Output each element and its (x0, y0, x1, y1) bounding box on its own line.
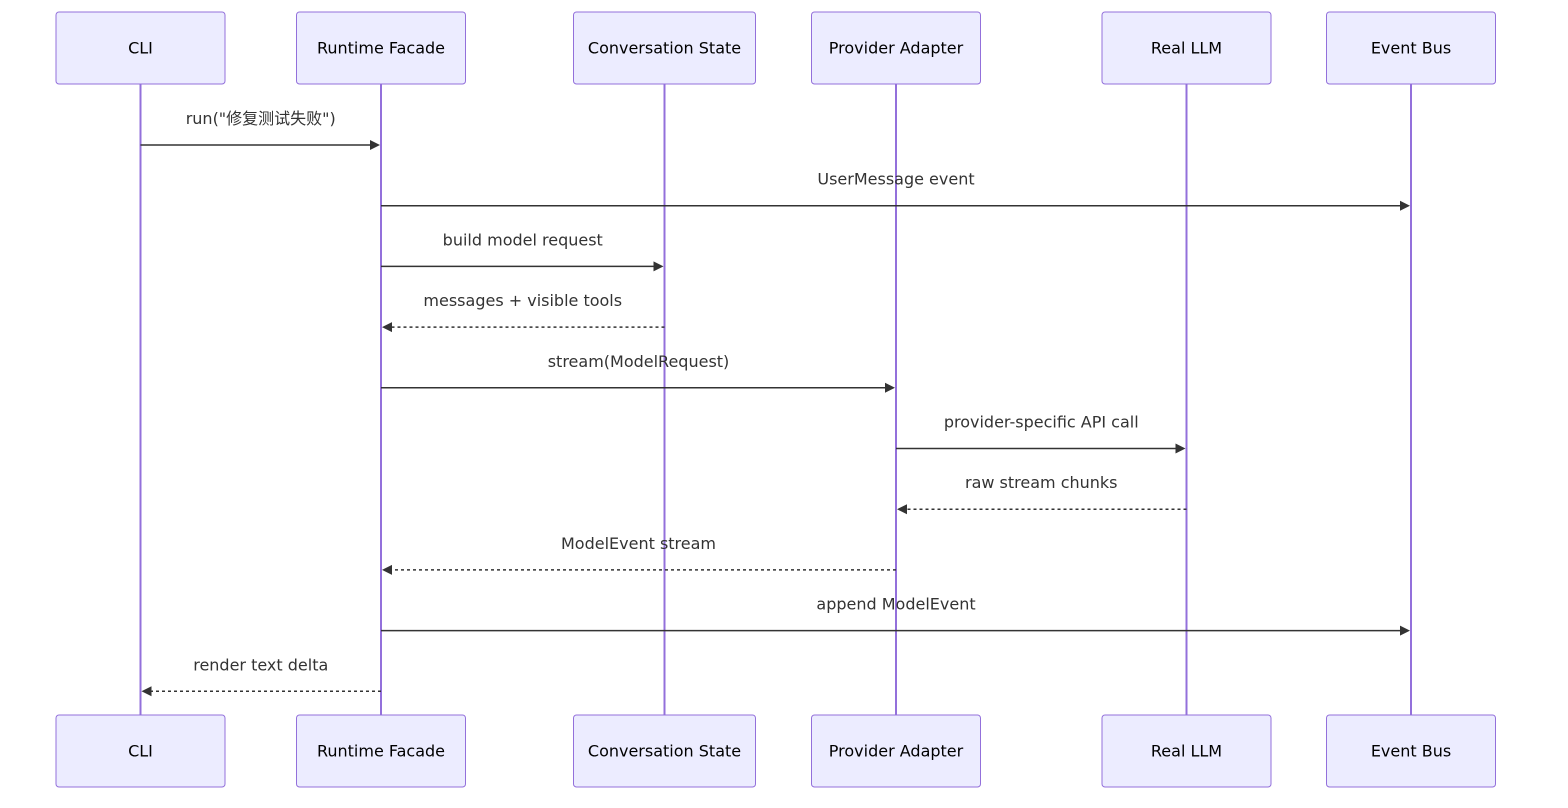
participant-box (296, 11, 466, 85)
participant-bus-bottom: Event Bus (1326, 714, 1496, 788)
message-label: messages + visible tools (423, 291, 622, 310)
participant-label: Provider Adapter (829, 742, 964, 761)
participant-box (296, 714, 466, 788)
participant-box (811, 11, 981, 85)
participant-box (1326, 11, 1496, 85)
participant-state-top: Conversation State (573, 11, 756, 85)
arrowhead-icon (141, 686, 152, 697)
message-label: render text delta (193, 655, 328, 674)
message-10: render text delta (141, 655, 381, 697)
message-5: stream(ModelRequest) (381, 352, 895, 393)
message-6: provider-specific API call (896, 413, 1186, 454)
participant-box (1326, 714, 1496, 788)
participant-box (811, 714, 981, 788)
message-2: UserMessage event (381, 170, 1410, 211)
participant-llm-bottom: Real LLM (1101, 714, 1272, 788)
message-label: raw stream chunks (965, 473, 1118, 492)
message-label: append ModelEvent (816, 595, 975, 614)
message-8: ModelEvent stream (382, 534, 896, 575)
participant-adapter-bottom: Provider Adapter (811, 714, 981, 788)
participant-runtime-top: Runtime Facade (296, 11, 466, 85)
messages: run("修复测试失败") UserMessage event build mode… (140, 109, 1410, 697)
participant-label: Real LLM (1151, 39, 1222, 58)
participant-label: Event Bus (1371, 742, 1451, 761)
participant-label: Conversation State (588, 742, 741, 761)
message-label: UserMessage event (817, 170, 974, 189)
arrowhead-icon (1175, 443, 1186, 454)
arrowhead-icon (1400, 625, 1410, 636)
arrowhead-icon (382, 564, 392, 575)
participant-cli-top: CLI (55, 11, 226, 85)
participant-box (573, 11, 756, 85)
arrowhead-icon (653, 261, 664, 272)
participant-label: CLI (128, 742, 153, 761)
participant-box (1101, 714, 1272, 788)
participant-label: Runtime Facade (317, 742, 445, 761)
arrowhead-icon (370, 140, 380, 150)
arrowhead-icon (382, 322, 392, 333)
participant-box (573, 714, 756, 788)
message-1: run("修复测试失败") (140, 109, 380, 150)
message-4: messages + visible tools (382, 291, 665, 333)
participant-cli-bottom: CLI (55, 714, 226, 788)
participant-label: Event Bus (1371, 39, 1451, 58)
message-3: build model request (381, 230, 664, 272)
participant-state-bottom: Conversation State (573, 714, 756, 788)
actors-top: CLI Runtime Facade Conversation State Provi… (55, 11, 1496, 85)
message-label: build model request (443, 230, 603, 249)
message-9: append ModelEvent (381, 595, 1410, 636)
participant-label: Provider Adapter (829, 39, 964, 58)
lifelines (139, 84, 1412, 715)
participant-label: Real LLM (1151, 742, 1222, 761)
participant-box (55, 11, 226, 85)
participant-label: CLI (128, 39, 153, 58)
message-7: raw stream chunks (897, 473, 1187, 515)
message-label: run("修复测试失败") (186, 109, 336, 128)
participant-adapter-top: Provider Adapter (811, 11, 981, 85)
arrowhead-icon (897, 504, 907, 515)
actors-bottom: CLI Runtime Facade Conversation State Provi… (55, 714, 1496, 788)
arrowhead-icon (885, 382, 895, 393)
message-label: ModelEvent stream (561, 534, 716, 553)
arrowhead-icon (1400, 200, 1410, 211)
participant-runtime-bottom: Runtime Facade (296, 714, 466, 788)
participant-box (1101, 11, 1272, 85)
participant-label: Conversation State (588, 39, 741, 58)
participant-box (55, 714, 226, 788)
participant-label: Runtime Facade (317, 39, 445, 58)
message-label: stream(ModelRequest) (548, 352, 730, 371)
message-label: provider-specific API call (944, 413, 1139, 432)
participant-llm-top: Real LLM (1101, 11, 1272, 85)
participant-bus-top: Event Bus (1326, 11, 1496, 85)
